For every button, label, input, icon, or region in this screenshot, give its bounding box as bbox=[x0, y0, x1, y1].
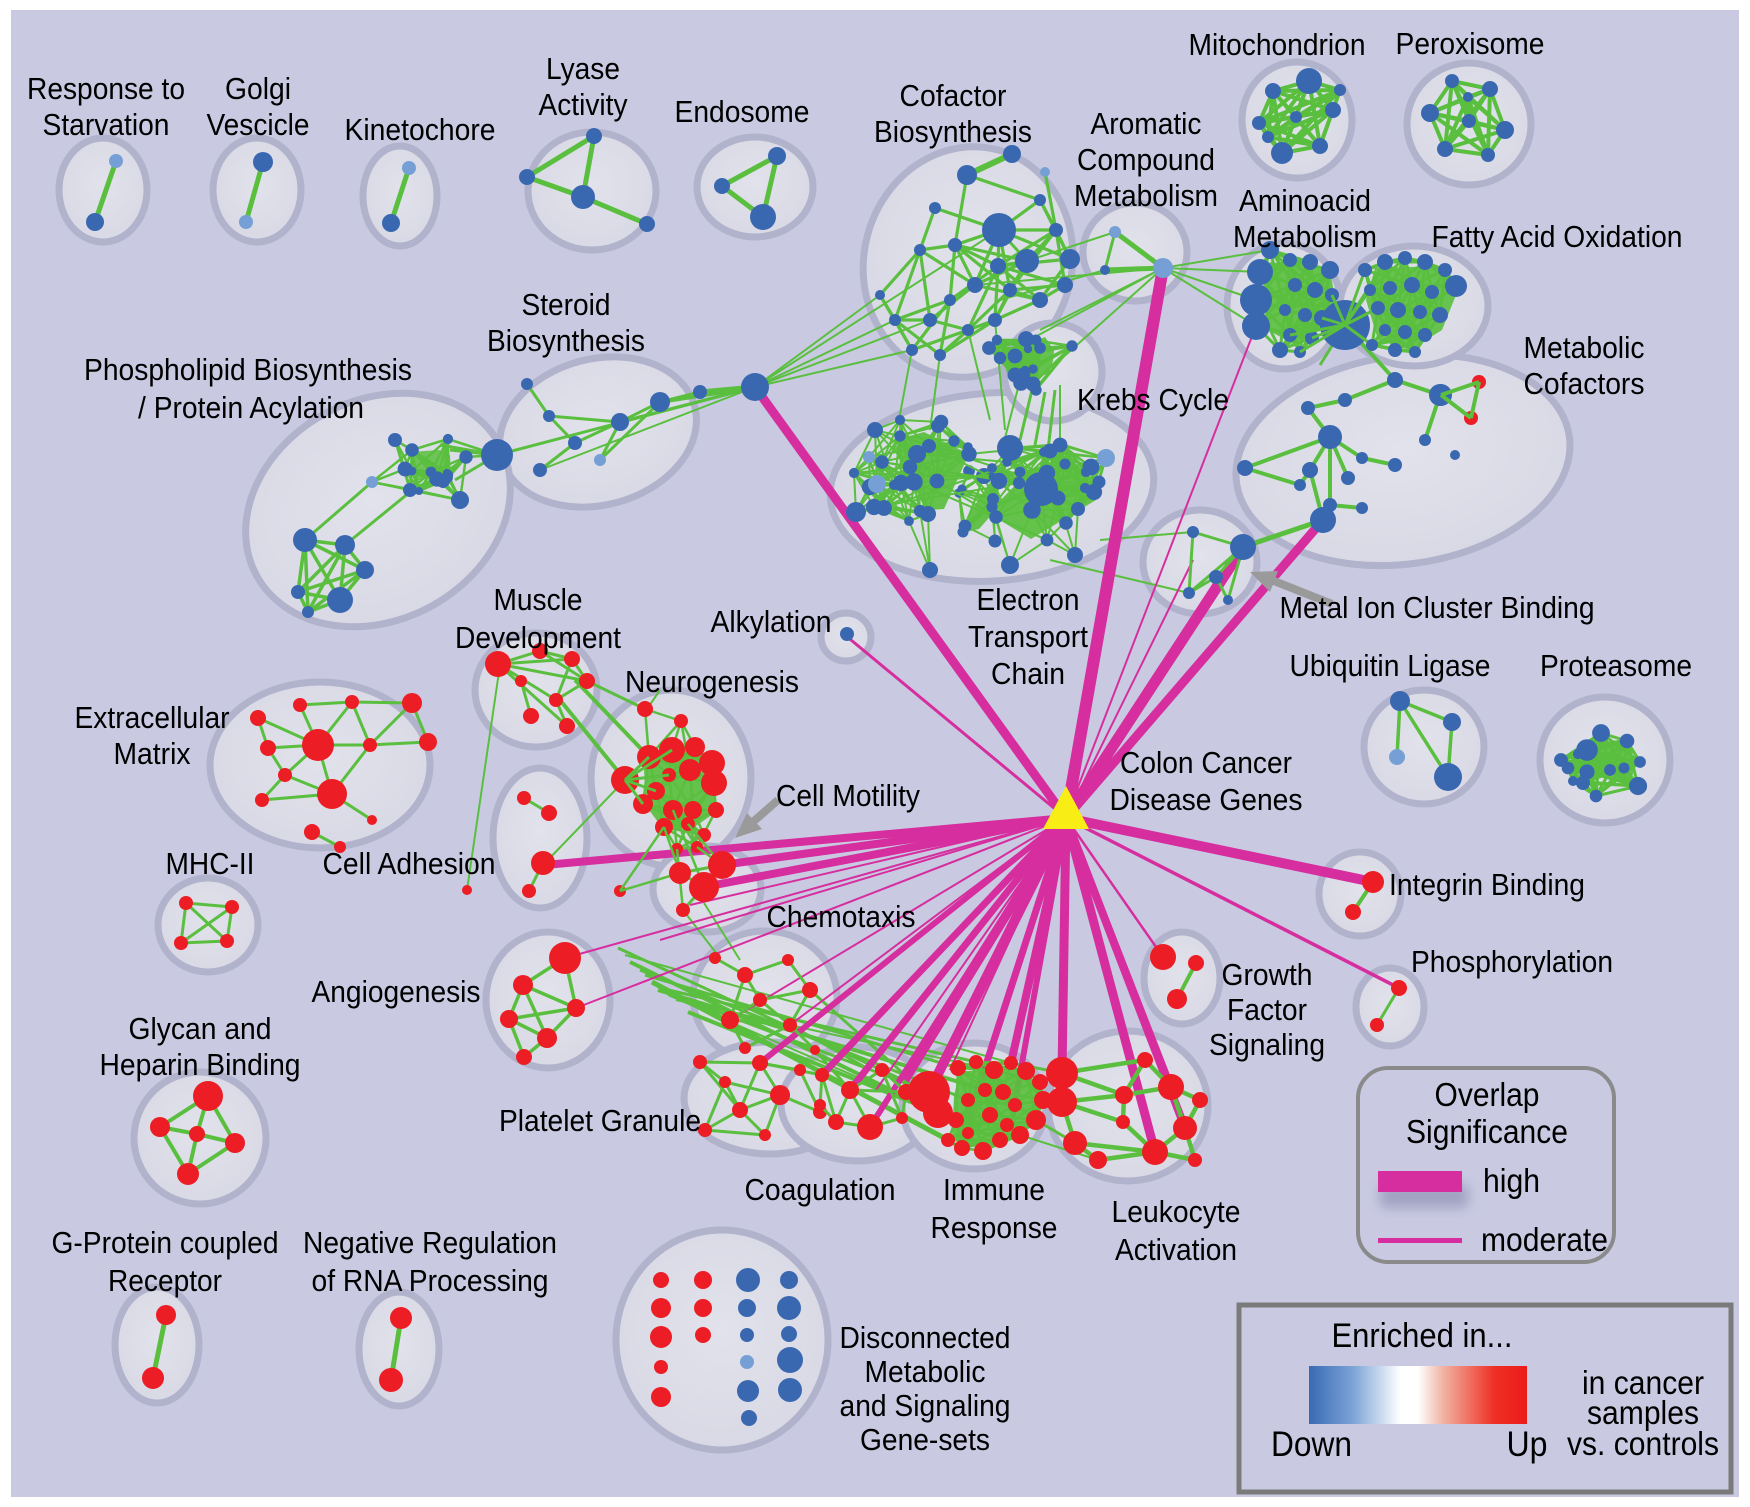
svg-text:Metal Ion Cluster Binding: Metal Ion Cluster Binding bbox=[1280, 590, 1595, 625]
svg-text:Up: Up bbox=[1507, 1425, 1548, 1464]
svg-text:Response: Response bbox=[931, 1210, 1058, 1245]
svg-text:Steroid: Steroid bbox=[522, 287, 611, 322]
svg-text:Muscle: Muscle bbox=[494, 582, 583, 617]
svg-text:Mitochondrion: Mitochondrion bbox=[1189, 27, 1366, 62]
svg-text:Compound: Compound bbox=[1077, 142, 1215, 177]
svg-text:Golgi: Golgi bbox=[225, 71, 291, 106]
svg-text:Integrin Binding: Integrin Binding bbox=[1389, 867, 1585, 902]
svg-text:Vescicle: Vescicle bbox=[207, 107, 310, 142]
svg-text:Disease Genes: Disease Genes bbox=[1110, 782, 1303, 817]
svg-text:samples: samples bbox=[1587, 1394, 1699, 1431]
svg-text:Kinetochore: Kinetochore bbox=[345, 112, 496, 147]
svg-text:Phosphorylation: Phosphorylation bbox=[1411, 944, 1613, 979]
svg-text:Significance: Significance bbox=[1406, 1113, 1568, 1150]
svg-text:Metabolism: Metabolism bbox=[1233, 219, 1377, 254]
svg-text:Matrix: Matrix bbox=[114, 736, 191, 771]
svg-text:Fatty Acid Oxidation: Fatty Acid Oxidation bbox=[1432, 219, 1683, 254]
svg-text:Biosynthesis: Biosynthesis bbox=[487, 323, 645, 358]
svg-text:Krebs Cycle: Krebs Cycle bbox=[1077, 382, 1229, 417]
svg-text:Alkylation: Alkylation bbox=[711, 604, 832, 639]
svg-text:vs. controls: vs. controls bbox=[1567, 1425, 1719, 1462]
svg-text:/ Protein Acylation: / Protein Acylation bbox=[138, 390, 364, 425]
svg-text:Transport: Transport bbox=[968, 619, 1088, 654]
svg-text:Aromatic: Aromatic bbox=[1091, 106, 1202, 141]
svg-text:Neurogenesis: Neurogenesis bbox=[625, 664, 799, 699]
svg-text:Aminoacid: Aminoacid bbox=[1239, 183, 1371, 218]
svg-text:Factor: Factor bbox=[1227, 992, 1307, 1027]
svg-text:Metabolism: Metabolism bbox=[1074, 178, 1218, 213]
svg-text:Glycan and: Glycan and bbox=[129, 1011, 272, 1046]
svg-text:Cell Adhesion: Cell Adhesion bbox=[323, 846, 496, 881]
svg-text:Heparin Binding: Heparin Binding bbox=[100, 1047, 301, 1082]
svg-text:Down: Down bbox=[1271, 1425, 1352, 1464]
svg-text:Cell Motility: Cell Motility bbox=[776, 778, 920, 813]
svg-text:Chemotaxis: Chemotaxis bbox=[767, 899, 916, 934]
svg-text:Chain: Chain bbox=[991, 656, 1065, 691]
svg-text:Endosome: Endosome bbox=[675, 94, 810, 129]
svg-text:Platelet Granule: Platelet Granule bbox=[499, 1103, 701, 1138]
svg-text:Enriched in...: Enriched in... bbox=[1332, 1317, 1513, 1355]
svg-text:Peroxisome: Peroxisome bbox=[1396, 26, 1545, 61]
svg-text:Overlap: Overlap bbox=[1435, 1076, 1540, 1113]
svg-text:Disconnected: Disconnected bbox=[840, 1320, 1011, 1355]
svg-text:Development: Development bbox=[455, 620, 621, 655]
svg-text:of RNA Processing: of RNA Processing bbox=[312, 1263, 549, 1298]
svg-text:MHC-II: MHC-II bbox=[166, 846, 255, 881]
svg-text:in cancer: in cancer bbox=[1582, 1364, 1704, 1401]
svg-text:G-Protein coupled: G-Protein coupled bbox=[52, 1225, 279, 1260]
svg-text:Growth: Growth bbox=[1222, 957, 1313, 992]
svg-text:moderate: moderate bbox=[1481, 1221, 1608, 1258]
svg-text:Signaling: Signaling bbox=[1209, 1027, 1325, 1062]
svg-text:Extracellular: Extracellular bbox=[75, 700, 230, 735]
svg-text:Biosynthesis: Biosynthesis bbox=[874, 114, 1032, 149]
svg-text:Activity: Activity bbox=[539, 87, 628, 122]
svg-text:Gene-sets: Gene-sets bbox=[860, 1422, 990, 1457]
svg-text:Lyase: Lyase bbox=[546, 51, 620, 86]
svg-text:Ubiquitin Ligase: Ubiquitin Ligase bbox=[1290, 648, 1491, 683]
svg-text:high: high bbox=[1483, 1162, 1540, 1199]
svg-text:Phospholipid Biosynthesis: Phospholipid Biosynthesis bbox=[84, 352, 412, 387]
svg-text:Activation: Activation bbox=[1115, 1232, 1237, 1267]
svg-text:Leukocyte: Leukocyte bbox=[1112, 1194, 1241, 1229]
svg-text:Metabolic: Metabolic bbox=[865, 1354, 986, 1389]
svg-text:Response to: Response to bbox=[27, 71, 185, 106]
svg-text:Colon Cancer: Colon Cancer bbox=[1120, 745, 1292, 780]
svg-text:Coagulation: Coagulation bbox=[745, 1172, 896, 1207]
svg-text:Electron: Electron bbox=[977, 582, 1080, 617]
svg-text:and Signaling: and Signaling bbox=[840, 1388, 1011, 1423]
svg-text:Angiogenesis: Angiogenesis bbox=[312, 974, 481, 1009]
svg-text:Negative Regulation: Negative Regulation bbox=[303, 1225, 557, 1260]
svg-text:Starvation: Starvation bbox=[43, 107, 170, 142]
svg-text:Proteasome: Proteasome bbox=[1540, 648, 1692, 683]
svg-text:Metabolic: Metabolic bbox=[1524, 330, 1645, 365]
svg-text:Receptor: Receptor bbox=[108, 1263, 222, 1298]
svg-text:Cofactors: Cofactors bbox=[1524, 366, 1645, 401]
svg-text:Cofactor: Cofactor bbox=[900, 78, 1007, 113]
svg-text:Immune: Immune bbox=[943, 1172, 1045, 1207]
